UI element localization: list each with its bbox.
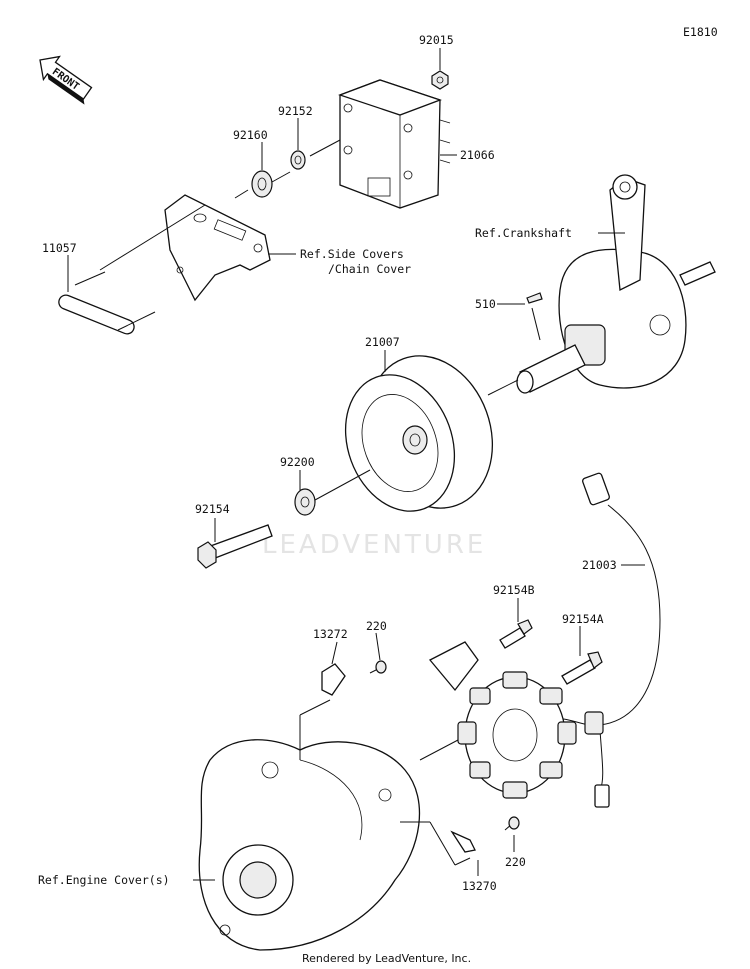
bolt-92154 [197,524,273,569]
label-11057: 11057 [42,241,77,255]
flywheel-part [344,355,494,512]
clamp-13272 [321,663,346,696]
label-92154A: 92154A [562,612,604,626]
label-21003: 21003 [582,558,617,572]
grommet-92160 [251,170,273,198]
front-arrow-icon: FRONT [39,55,93,105]
label-220-bottom: 220 [505,855,526,869]
leader-lines [67,48,645,881]
collar-92152 [290,150,306,170]
bracket-part [164,194,271,302]
label-13270: 13270 [462,879,497,893]
washer-92200 [294,488,316,516]
label-chain-cover: /Chain Cover [328,262,411,276]
bolt-92154B [499,619,533,649]
credit-text: Rendered by LeadVenture, Inc. [302,952,471,965]
label-220-top: 220 [366,619,387,633]
regulator-part [338,79,451,209]
clamp-13270 [450,830,476,853]
crankshaft-part [516,174,716,394]
stator-part [428,641,577,799]
screw-220-bottom [504,816,520,831]
label-92154: 92154 [195,502,230,516]
label-crankshaft: Ref.Crankshaft [475,226,572,240]
diagram-code: E1810 [683,25,718,39]
screw-220-top [369,660,387,674]
nut-92015 [431,70,449,90]
label-21066: 21066 [460,148,495,162]
wiring-21003 [554,472,661,808]
label-92154B: 92154B [493,583,535,597]
label-510: 510 [475,297,496,311]
watermark-text: LEADVENTURE [262,530,486,560]
bolt-92154A [561,651,603,685]
label-engine-cover: Ref.Engine Cover(s) [38,873,170,887]
engine-cover-part [198,739,421,951]
label-13272: 13272 [313,627,348,641]
label-side-covers: Ref.Side Covers [300,247,404,261]
label-92200: 92200 [280,455,315,469]
link-11057 [58,271,156,335]
key-510 [526,292,543,304]
label-92015: 92015 [419,33,454,47]
label-92160: 92160 [233,128,268,142]
label-21007: 21007 [365,335,400,349]
label-92152: 92152 [278,104,313,118]
